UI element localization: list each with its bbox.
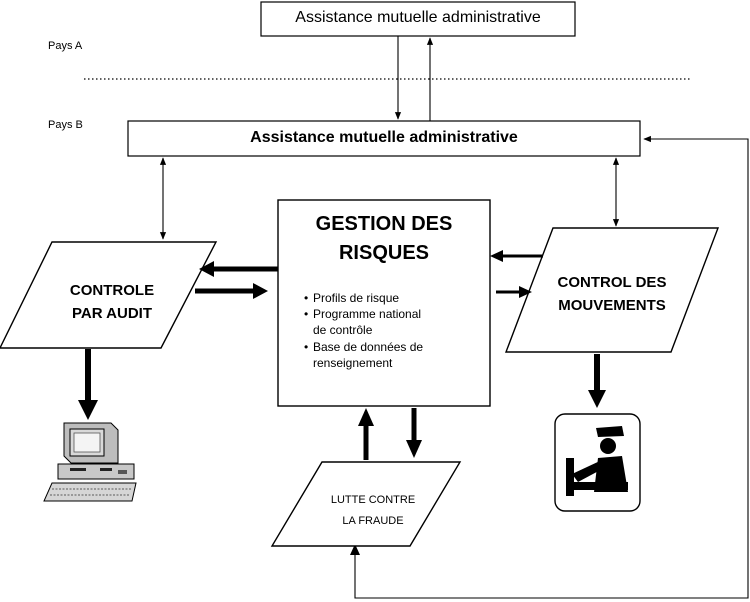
arrowhead-movements-to-risk: [490, 250, 503, 262]
fraud-line2: LA FRAUDE: [342, 514, 404, 527]
risk-management-bullets: Profils de risque Programme national de …: [304, 290, 423, 371]
bullet-database: Base de données de: [304, 339, 423, 355]
bullet-control-text: de contrôle: [313, 323, 373, 338]
risk-management-title-line1: GESTION DES: [315, 213, 453, 235]
national-assistance-box: [127, 120, 641, 157]
thick-arrowhead-audit-to-risk: [253, 283, 268, 299]
bullet-intelligence-text: renseignement: [313, 355, 393, 370]
movement-control-line1: CONTROL DES: [557, 274, 667, 291]
customs-officer-icon: [554, 413, 641, 512]
fraud-label: LUTTE CONTRE LA FRAUDE: [318, 490, 428, 532]
thick-arrowhead-risk-to-audit: [199, 261, 214, 277]
movement-control-shape: [504, 227, 720, 353]
country-b-label: Pays B: [48, 119, 83, 131]
movement-control-label: CONTROL DES MOUVEMENTS: [536, 271, 688, 318]
country-a-label: Pays A: [48, 40, 83, 52]
movement-control-line2: MOUVEMENTS: [558, 297, 666, 315]
arrowhead-risk-to-movements: [519, 286, 532, 298]
thick-arrowhead-risk-to-fraud: [406, 440, 422, 458]
feedback-loop-origin-arrowhead: [350, 544, 360, 555]
bullet-national-program-cont: de contrôle: [304, 322, 423, 338]
audit-control-label: CONTROLE PAR AUDIT: [40, 279, 184, 326]
thick-arrowhead-audit-to-computer: [78, 400, 98, 420]
bullet-risk-profiles: Profils de risque: [304, 290, 423, 306]
bullet-national-program: Programme national: [304, 306, 423, 322]
thick-arrowhead-fraud-to-risk: [358, 408, 374, 426]
bullet-database-cont: renseignement: [304, 355, 423, 371]
thick-arrowhead-movements-to-officer: [588, 390, 606, 408]
fraud-control-shape: [270, 461, 462, 547]
risk-management-title-line2: RISQUES: [338, 242, 430, 264]
feedback-loop-line: [354, 135, 749, 599]
risk-management-title: GESTION DES RISQUES: [278, 210, 490, 268]
top-assistance-box: [260, 1, 576, 37]
top-box-title: Assistance mutuelle administrative: [295, 9, 541, 26]
audit-control-line1: CONTROLE: [69, 282, 155, 299]
computer-icon: [43, 422, 137, 502]
fraud-line1: LUTTE CONTRE: [330, 494, 416, 506]
audit-control-line2: PAR AUDIT: [72, 305, 152, 323]
national-box-title: Assistance mutuelle administrative: [250, 129, 518, 146]
audit-control-shape: [0, 241, 218, 349]
